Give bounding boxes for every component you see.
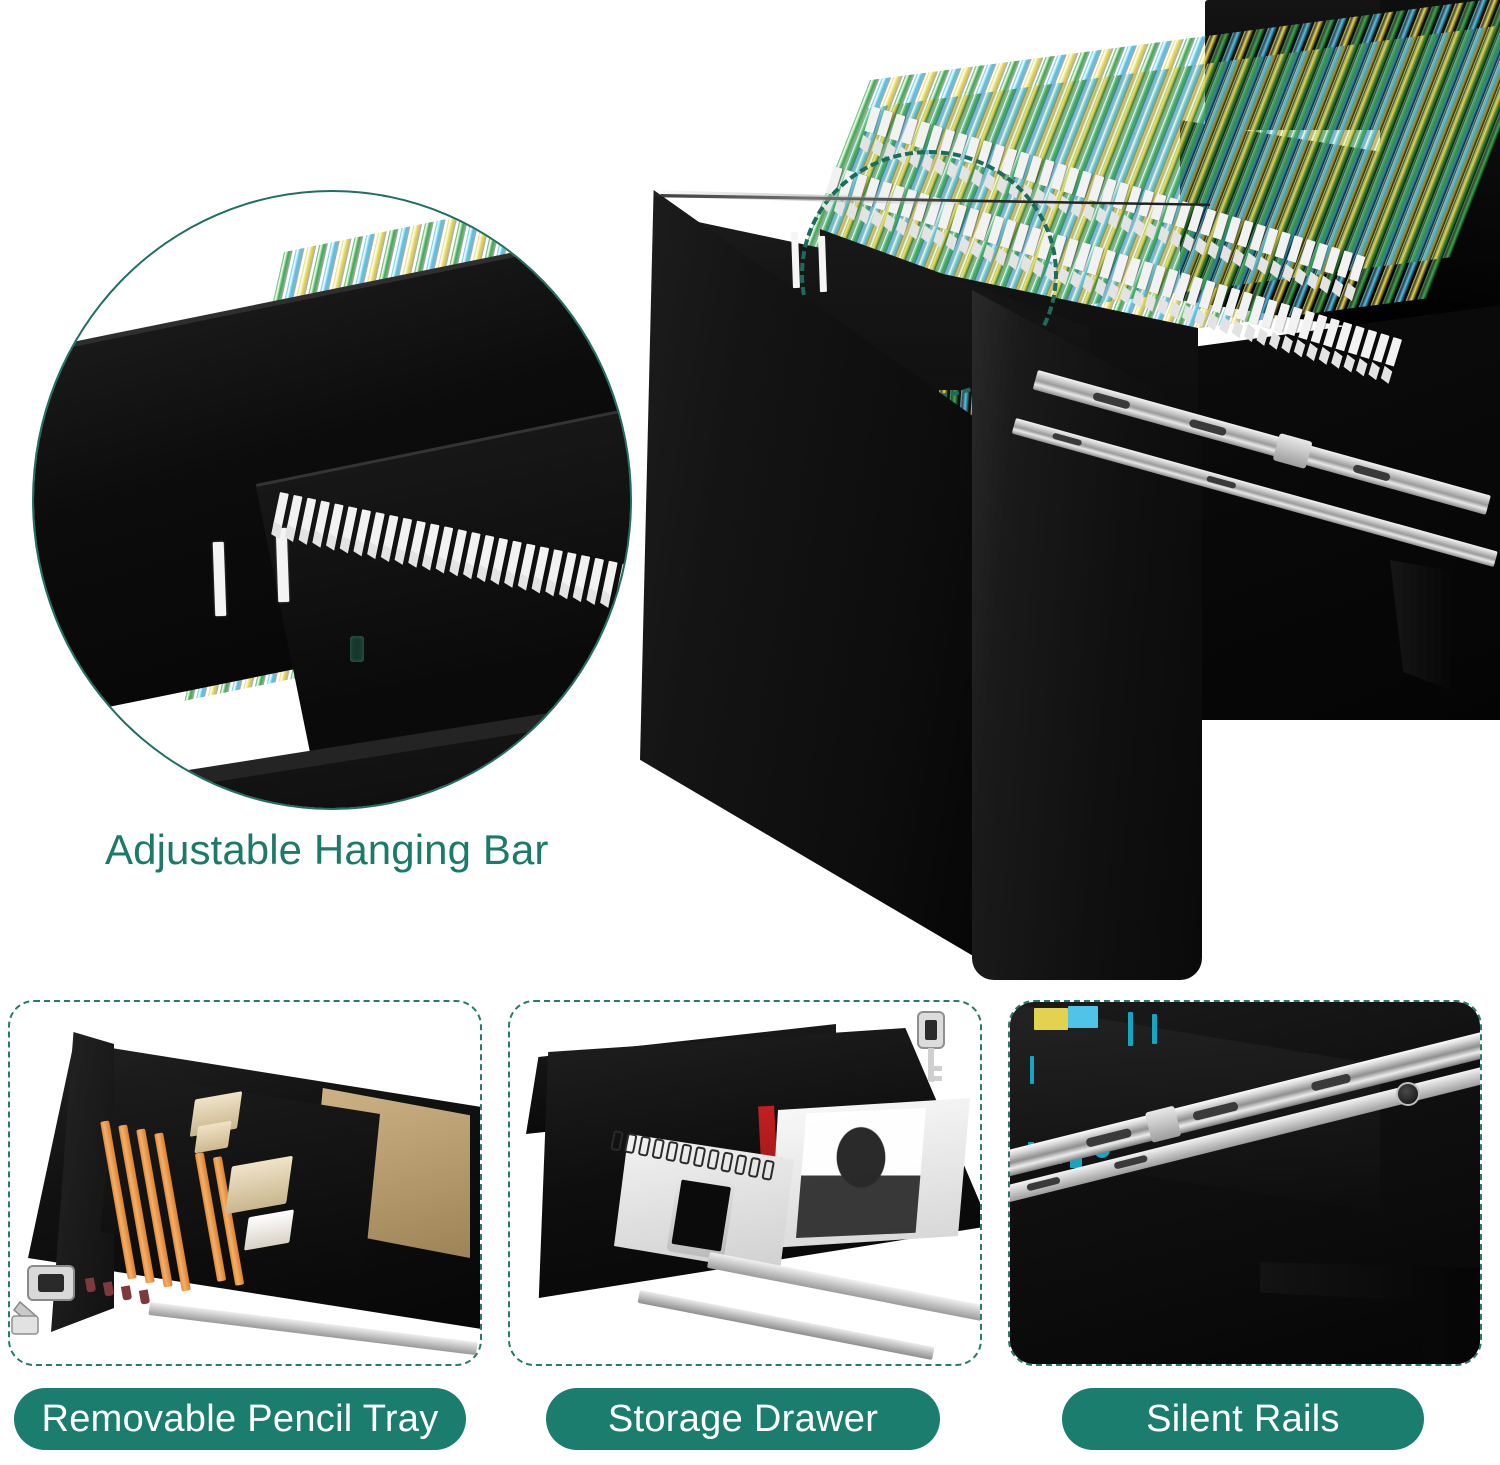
label-removable-pencil-tray: Removable Pencil Tray (14, 1388, 466, 1450)
folder-tab (327, 503, 344, 539)
rail-hole (1352, 463, 1392, 482)
main-drawer-illustration (620, 0, 1500, 990)
folder-tab (423, 523, 440, 559)
folder-tab (464, 532, 481, 568)
folder-tab (519, 543, 536, 579)
spiral-coil (692, 1146, 707, 1168)
label-silent-rails: Silent Rails (1062, 1388, 1424, 1450)
rail-hole (1206, 475, 1237, 490)
spiral-coil (733, 1154, 748, 1176)
folder-tab (451, 529, 467, 565)
rail-hole (1051, 432, 1083, 447)
folder-tab (410, 520, 426, 556)
spiral-coil (610, 1130, 624, 1152)
pill-text: Storage Drawer (607, 1397, 879, 1440)
folder-tab (437, 526, 454, 562)
folder-tab (533, 546, 550, 582)
rail-marking (1128, 1012, 1133, 1046)
folder-tab (478, 534, 495, 571)
spiral-coil (637, 1135, 652, 1157)
rail-hole (1113, 1154, 1149, 1170)
closeup-artwork (34, 192, 630, 808)
phone-screen (671, 1179, 732, 1252)
folder-tab (382, 514, 399, 551)
rail-hole (1085, 1127, 1133, 1148)
spiral-coil (651, 1138, 666, 1160)
folder-tab (601, 560, 618, 596)
drawer-hanging-bar-slot-1 (791, 231, 800, 289)
folder-tab (341, 506, 358, 542)
folder-tab (300, 497, 317, 533)
adjustable-hanging-bar-closeup (32, 190, 632, 810)
spiral-coil (706, 1148, 721, 1171)
pencil-tray-artwork (10, 1002, 480, 1364)
spiral-coil (747, 1156, 762, 1179)
folder-tab (547, 549, 563, 585)
folder-tab (588, 557, 605, 593)
folder-tab (560, 552, 577, 588)
folder-tab (355, 509, 372, 545)
spiral-coil (761, 1159, 775, 1181)
panel-removable-pencil-tray (8, 1000, 482, 1366)
folder-tab (574, 554, 591, 591)
magazine-cover-art (796, 1108, 926, 1238)
pill-text: Silent Rails (1146, 1397, 1340, 1440)
rail-hole (1188, 418, 1228, 437)
top-feature-section: Adjustable Hanging Bar (0, 0, 1500, 990)
folder-tab (368, 512, 385, 548)
rail-hole (1092, 391, 1131, 410)
rail-hole (1310, 1073, 1352, 1092)
key-icon (917, 1011, 945, 1082)
bottom-feature-panels: Removable Pencil Tray (0, 1000, 1500, 1465)
lock-icon (11, 1265, 75, 1335)
folder-tab (396, 517, 413, 553)
smartphone (666, 1173, 736, 1261)
spiral-coil (623, 1132, 638, 1155)
adjustable-hanging-bar-caption: Adjustable Hanging Bar (105, 826, 549, 873)
spiral-coil (720, 1151, 734, 1173)
rail-hole (1192, 1101, 1239, 1122)
rail-marking (1152, 1014, 1157, 1044)
rail-hole (1026, 1176, 1061, 1192)
pencil-tip (138, 1289, 151, 1305)
folder-tab (506, 540, 522, 576)
hanging-bar-knob (350, 636, 364, 662)
folder-tab (492, 537, 509, 573)
label-storage-drawer: Storage Drawer (546, 1388, 940, 1450)
pill-text: Removable Pencil Tray (41, 1397, 439, 1440)
panel-storage-drawer (508, 1000, 982, 1366)
panel-silent-rails (1008, 1000, 1482, 1366)
folder-tab (314, 500, 330, 536)
spiral-coil (678, 1143, 693, 1165)
folder-peek-yellow (1034, 1008, 1068, 1030)
pencil-tip (120, 1285, 133, 1301)
storage-drawer-artwork (510, 1002, 980, 1364)
rail-marking (1030, 1056, 1034, 1084)
folder-peek-blue (1068, 1006, 1098, 1028)
silent-rails-artwork (1010, 1002, 1480, 1364)
mounting-screw-icon (1396, 1082, 1420, 1106)
spiral-coil (665, 1140, 679, 1163)
folder-tab (1349, 254, 1366, 282)
folder-tab (286, 494, 303, 530)
